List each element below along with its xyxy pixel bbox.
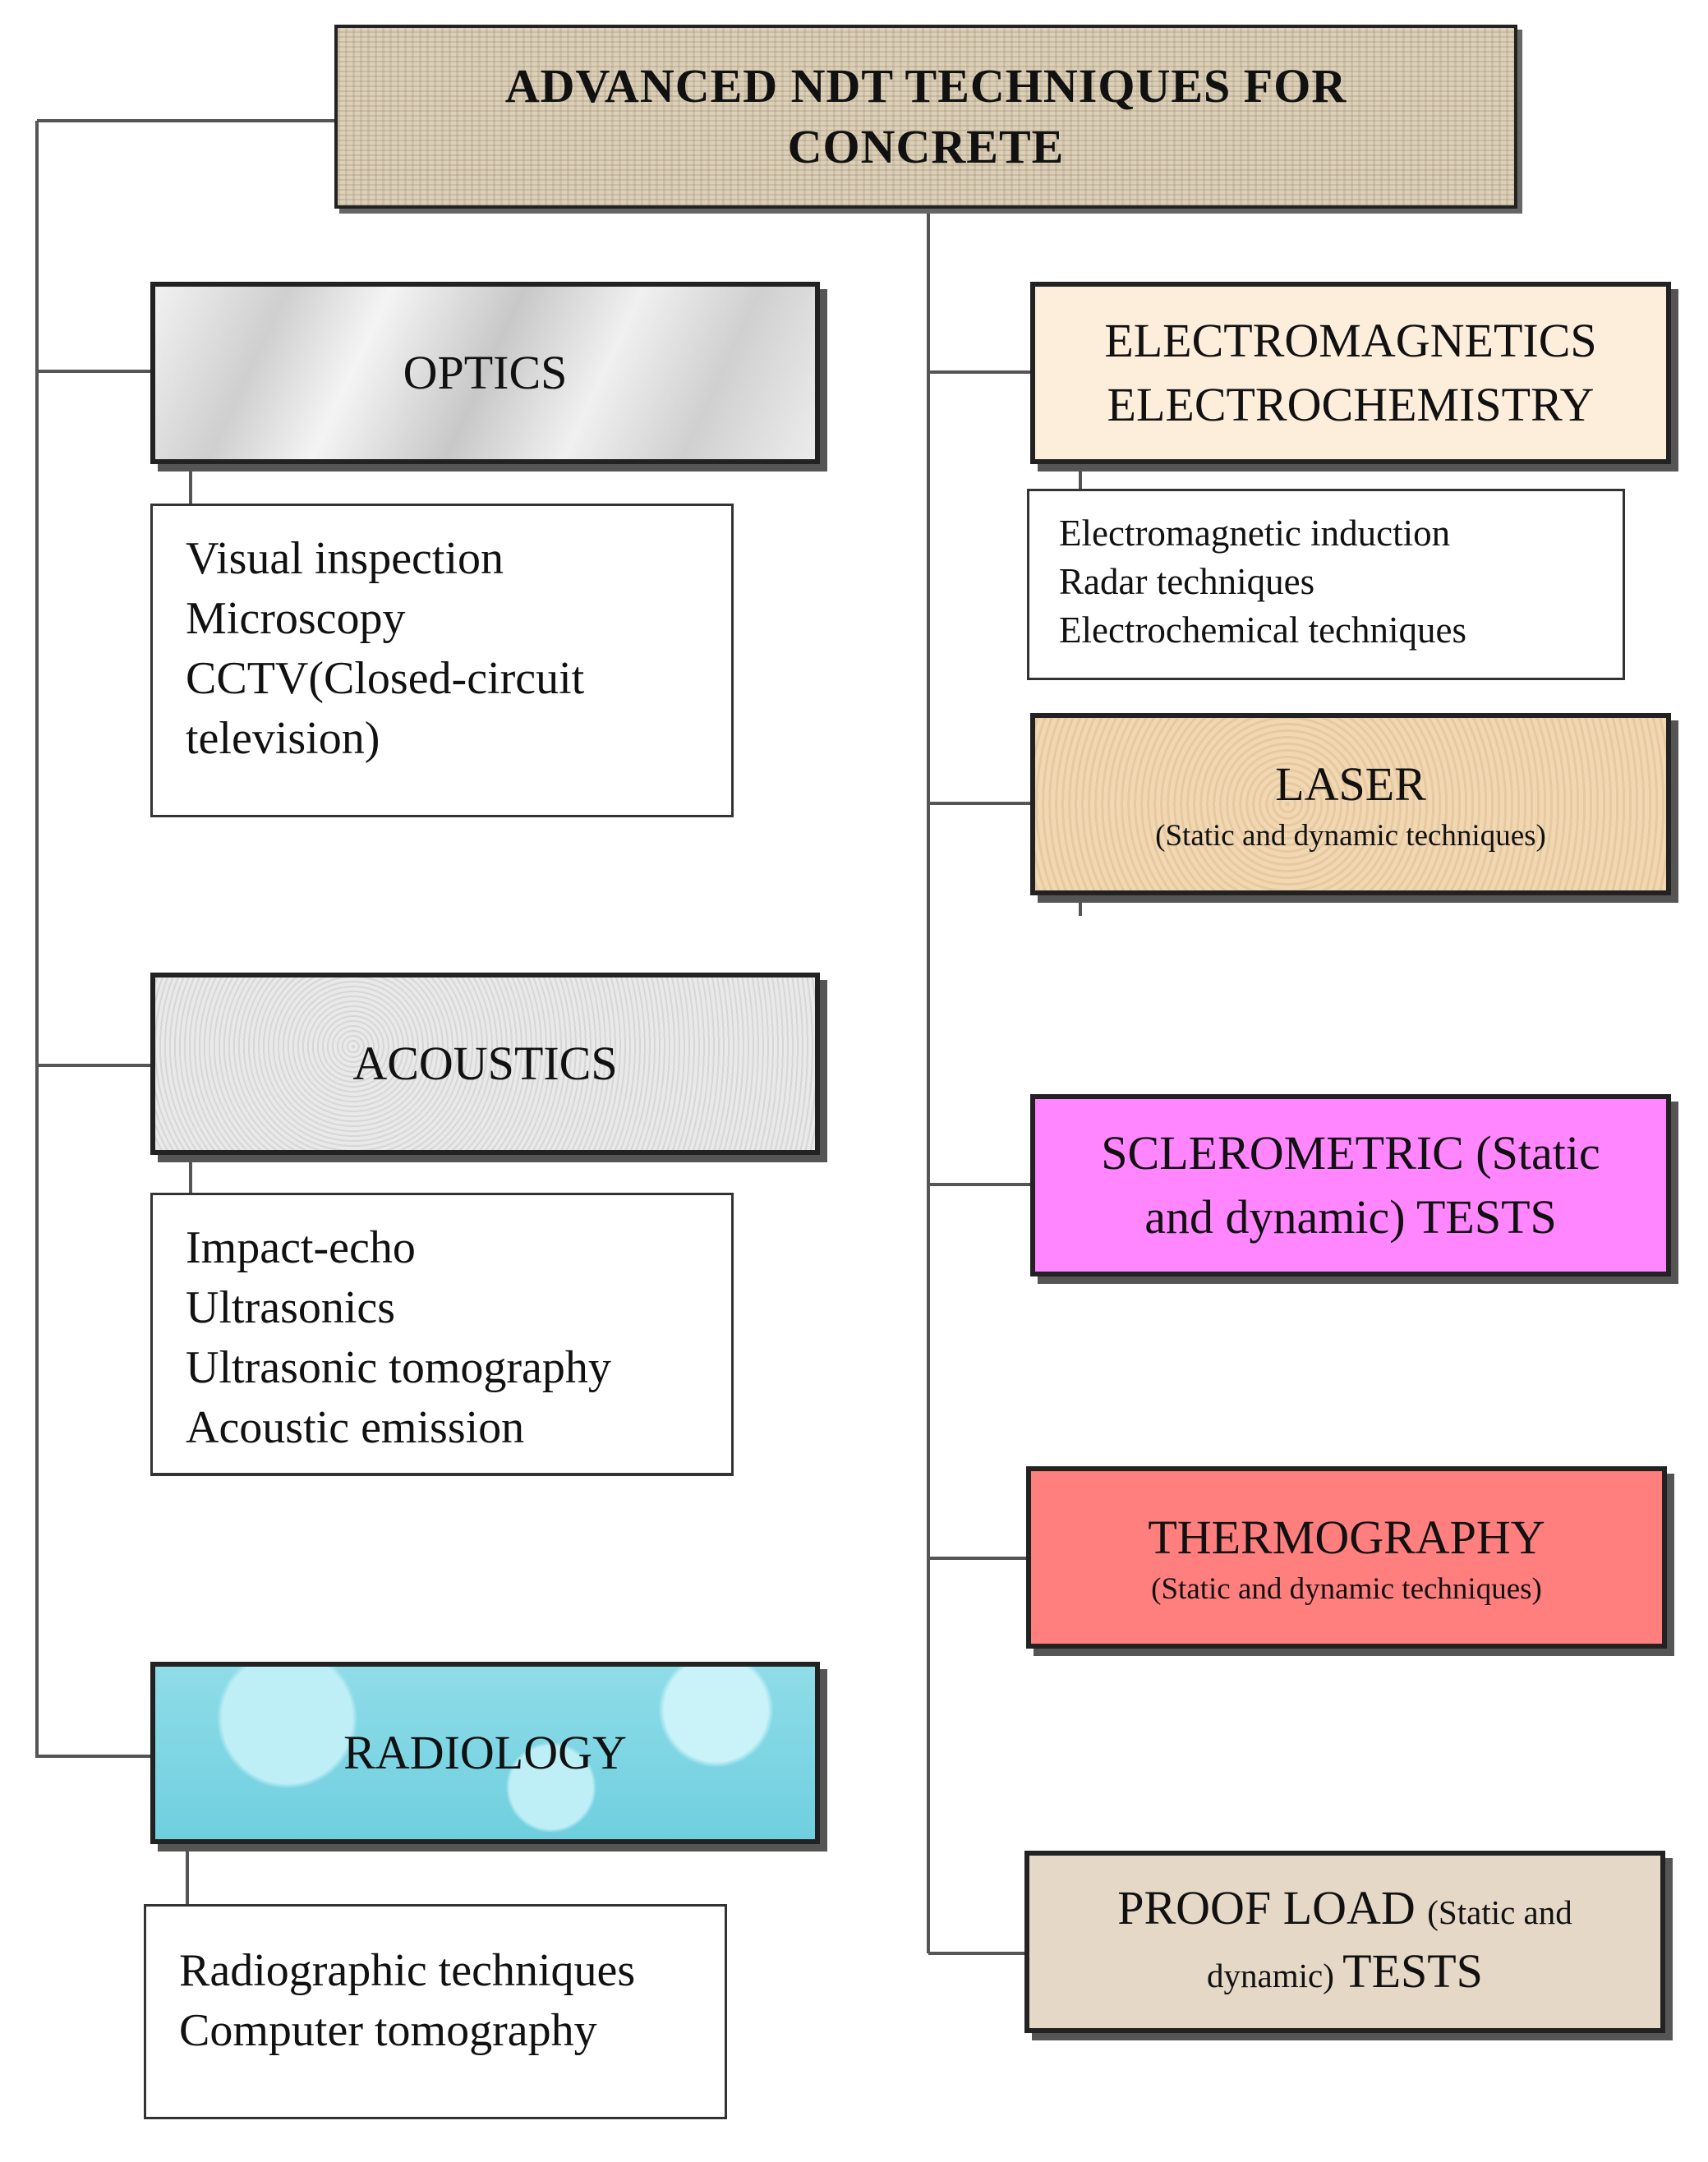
radiology-label: RADIOLOGY — [343, 1726, 627, 1779]
proof-line2-small: dynamic) — [1207, 1957, 1343, 1994]
laser-node: LASER (Static and dynamic techniques) — [1030, 713, 1671, 895]
acoustics-label: ACOUSTICS — [352, 1037, 618, 1090]
list-item: Acoustic emission — [186, 1402, 525, 1453]
acoustics-techniques-list: Impact-echo Ultrasonics Ultrasonic tomog… — [150, 1193, 734, 1476]
radiology-node: RADIOLOGY — [150, 1662, 820, 1844]
list-item: television) — [186, 713, 380, 764]
electromagnetics-electrochemistry-node: ELECTROMAGNETICS ELECTROCHEMISTRY — [1030, 282, 1671, 464]
laser-sublabel: (Static and dynamic techniques) — [1155, 819, 1546, 853]
electro-techniques-list: Electromagnetic induction Radar techniqu… — [1027, 489, 1625, 680]
list-item: CCTV(Closed-circuit — [186, 653, 585, 704]
optics-label: OPTICS — [403, 346, 568, 399]
title-line-2: CONCRETE — [787, 120, 1065, 173]
list-item: Impact-echo — [186, 1222, 416, 1273]
list-item: Visual inspection — [186, 533, 504, 584]
list-item: Computer tomography — [179, 2005, 597, 2056]
proof-label-line-1: PROOF LOAD (Static and — [1117, 1879, 1572, 1942]
list-item: Microscopy — [186, 593, 406, 644]
thermo-label: THERMOGRAPHY — [1148, 1511, 1545, 1564]
list-item: Radar techniques — [1059, 561, 1315, 602]
list-item: Electromagnetic induction — [1059, 513, 1451, 554]
optics-node: OPTICS — [150, 282, 820, 464]
electro-label-line-1: ELECTROMAGNETICS — [1104, 314, 1597, 367]
list-item: Ultrasonic tomography — [186, 1342, 611, 1393]
list-item: Electrochemical techniques — [1059, 610, 1467, 651]
diagram-title-box: ADVANCED NDT TECHNIQUES FOR CONCRETE — [334, 25, 1517, 209]
proof-label-line-2: dynamic) TESTS — [1207, 1942, 1483, 2005]
sclerometric-node: SCLEROMETRIC (Static and dynamic) TESTS — [1030, 1094, 1671, 1276]
list-item: Ultrasonics — [186, 1282, 396, 1333]
thermo-sublabel: (Static and dynamic techniques) — [1151, 1572, 1542, 1606]
list-item: Radiographic techniques — [179, 1945, 636, 1996]
title-line-1: ADVANCED NDT TECHNIQUES FOR — [504, 59, 1347, 113]
proof-load-node: PROOF LOAD (Static and dynamic) TESTS — [1024, 1851, 1665, 2033]
optics-techniques-list: Visual inspection Microscopy CCTV(Closed… — [150, 504, 734, 817]
radiology-techniques-list: Radiographic techniques Computer tomogra… — [144, 1904, 727, 2119]
laser-label: LASER — [1275, 757, 1426, 811]
proof-line1-small: (Static and — [1427, 1893, 1572, 1931]
electro-label-line-2: ELECTROCHEMISTRY — [1107, 378, 1595, 431]
sclero-label-line-2: and dynamic) TESTS — [1144, 1190, 1557, 1244]
sclero-label-line-1: SCLEROMETRIC (Static — [1101, 1126, 1600, 1180]
proof-line1-big: PROOF LOAD — [1117, 1881, 1428, 1934]
thermography-node: THERMOGRAPHY (Static and dynamic techniq… — [1026, 1466, 1667, 1649]
proof-line2-big: TESTS — [1342, 1944, 1483, 1998]
acoustics-node: ACOUSTICS — [150, 973, 820, 1155]
